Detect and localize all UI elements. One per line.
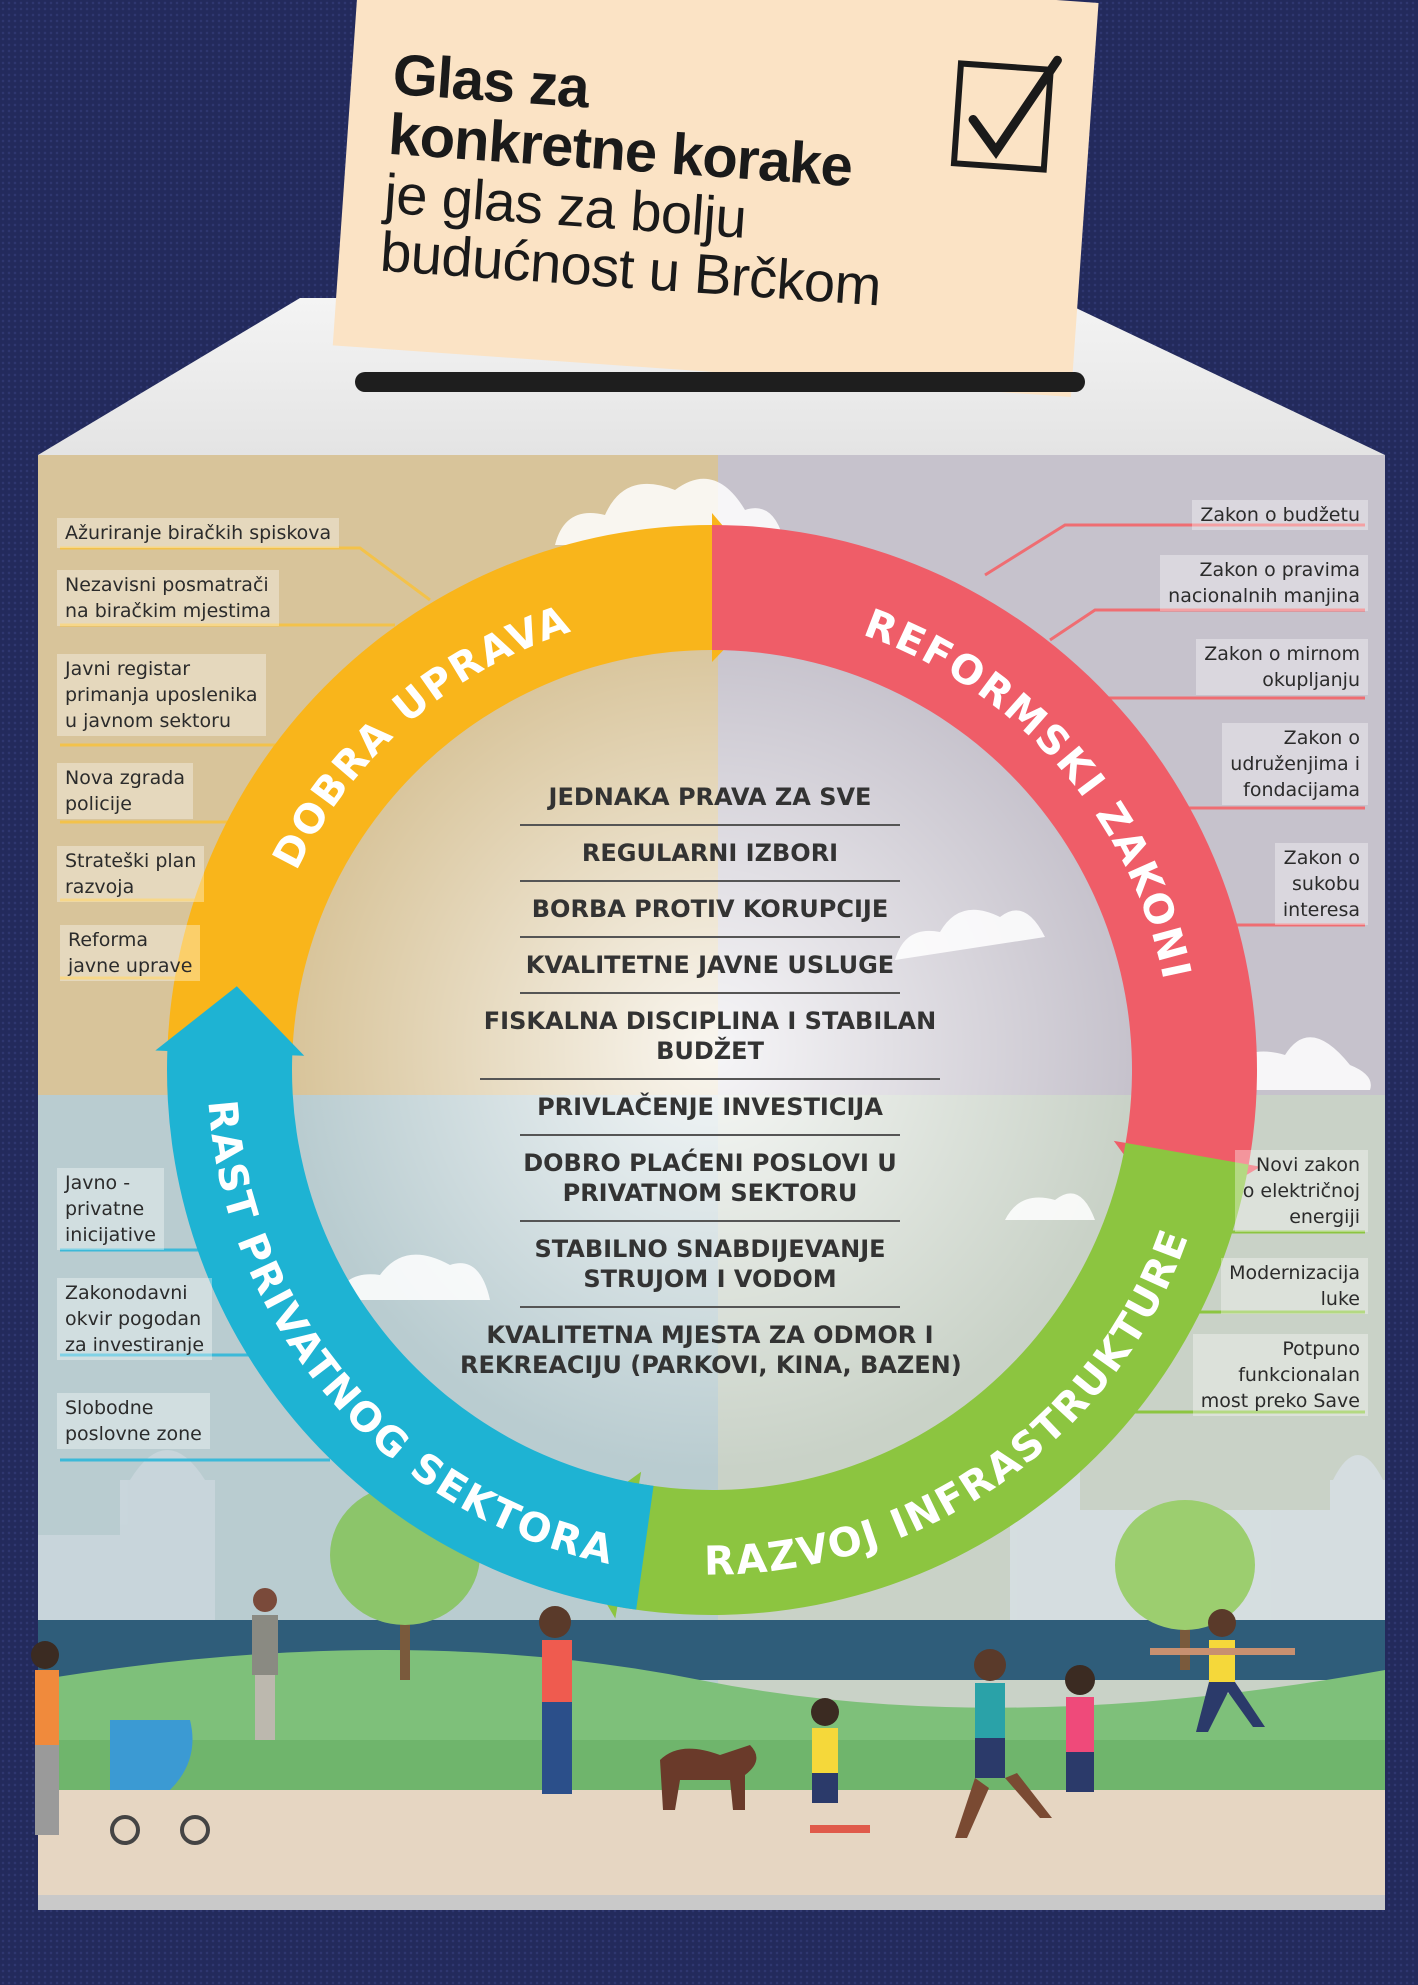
ring-segment-razvoj-infrastrukture (562, 1142, 1249, 1619)
goal-item: STABILNO SNABDIJEVANJE STRUJOM I VODOM (520, 1222, 900, 1308)
ring-segment-rast-privatnog-sektora (155, 986, 654, 1610)
label-javni-registar: Javni registar primanja uposlenika u jav… (57, 654, 266, 736)
park-path (38, 1790, 1385, 1905)
goal-item: DOBRO PLAĆENI POSLOVI U PRIVATNOM SEKTOR… (520, 1136, 900, 1222)
label-javno-privatne: Javno - privatne inicijative (57, 1168, 164, 1250)
label-zakon-udruzenja: Zakon o udruženjima i fondacijama (1222, 723, 1368, 805)
label-zakonodavni-okvir: Zakonodavni okvir pogodan za investiranj… (57, 1278, 213, 1360)
goal-item: KVALITETNA MJESTA ZA ODMOR I REKREACIJU … (460, 1321, 962, 1379)
ballot-paper (332, 0, 1099, 397)
label-azuriranje: Ažuriranje biračkih spiskova (57, 518, 340, 548)
goal-item: PRIVLAČENJE INVESTICIJA (520, 1080, 900, 1136)
ballot-slot (355, 372, 1085, 392)
goal-item: BORBA PROTIV KORUPCIJE (520, 882, 900, 938)
label-strateski-plan: Strateški plan razvoja (57, 846, 205, 902)
goals-list: JEDNAKA PRAVA ZA SVE REGULARNI IZBORI BO… (400, 770, 1020, 1392)
ballot-headline: Glas za konkretne korake je glas za bolj… (378, 42, 954, 319)
label-zakon-energija: Novi zakon o električnoj energiji (1234, 1150, 1368, 1232)
ring-segment-reformski-zakoni (712, 525, 1261, 1220)
label-modernizacija-luke: Modernizacija luke (1221, 1258, 1368, 1314)
goal-item: JEDNAKA PRAVA ZA SVE (520, 770, 900, 826)
label-most-preko-save: Potpuno funkcionalan most preko Save (1192, 1334, 1368, 1416)
label-zakon-sukob-interesa: Zakon o sukobu interesa (1274, 843, 1368, 925)
ring-segment-dobra-uprava (167, 513, 780, 1056)
tree-right (1115, 1500, 1255, 1670)
label-reforma-uprave: Reforma javne uprave (60, 925, 201, 981)
label-zakon-manjine: Zakon o pravima nacionalnih manjina (1160, 555, 1368, 611)
goal-item: FISKALNA DISCIPLINA I STABILAN BUDŽET (480, 994, 940, 1080)
label-posmatraci: Nezavisni posmatrači na biračkim mjestim… (57, 570, 280, 626)
cycle-ring (155, 513, 1261, 1619)
label-slobodne-zone: Slobodne poslovne zone (57, 1393, 210, 1449)
people-in-park (31, 1588, 1295, 1845)
goal-item: REGULARNI IZBORI (520, 826, 900, 882)
label-zakon-budzet: Zakon o budžetu (1192, 500, 1368, 530)
label-zgrada-policije: Nova zgrada policije (57, 763, 193, 819)
goal-item: KVALITETNE JAVNE USLUGE (520, 938, 900, 994)
label-zakon-okupljanje: Zakon o mirnom okupljanju (1196, 639, 1368, 695)
